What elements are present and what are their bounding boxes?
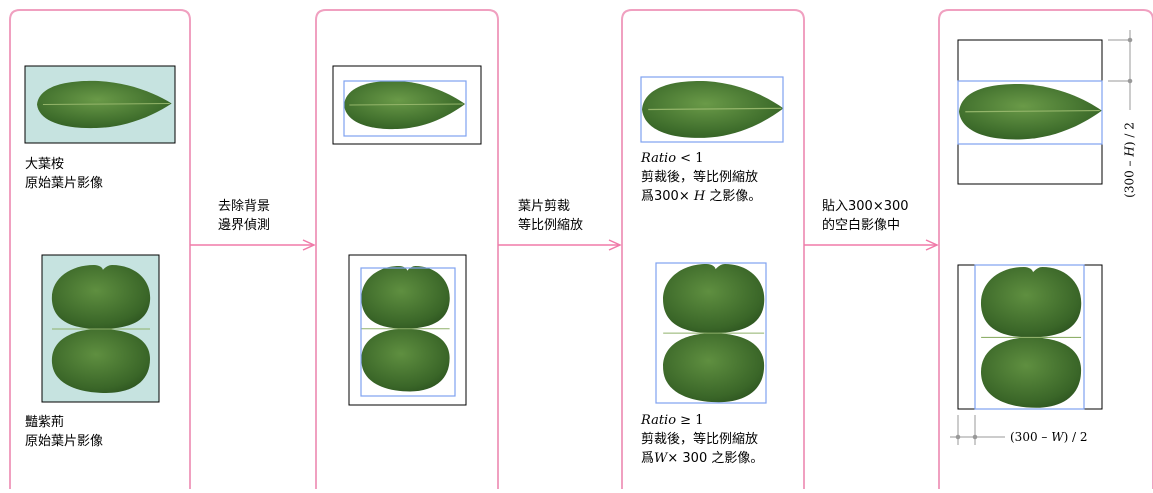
step-crop-line1: 葉片剪裁 (518, 199, 571, 214)
ratio-lt-line3: 爲300× H 之影像。 (641, 187, 761, 206)
ratio-ge-line3: 爲W× 300 之影像。 (641, 449, 763, 468)
step-paste-line2: 的空白影像中 (822, 218, 901, 233)
ratio-ge-line3-pre: 爲 (641, 451, 655, 466)
ratio-ge-label: Ratio (641, 413, 677, 428)
dim-vertical (1108, 30, 1133, 110)
step-remove-bg-line2: 邊界偵測 (218, 218, 271, 233)
ratio-ge-cond: ≥ 1 (676, 413, 704, 428)
pasted-leaf-1 (957, 39, 1103, 185)
ratio-ge-line3-var: W (654, 451, 668, 466)
leaf2-name: 豔紫荊 (25, 415, 65, 430)
ratio-lt-label: Ratio (641, 151, 677, 166)
arrow-2 (498, 239, 622, 251)
step-remove-bg-line1: 去除背景 (218, 199, 271, 214)
original-leaf-1 (24, 65, 176, 144)
ratio-lt-line3-post: 之影像。 (705, 189, 762, 204)
ratio-lt-condition: Ratio < 1 (641, 149, 703, 168)
leaf1-name: 大葉桉 (25, 157, 65, 172)
step-crop-line2: 等比例縮放 (518, 218, 584, 233)
dim-vertical-pre: (300 – (1122, 156, 1137, 198)
ratio-lt-line3-var: H (693, 189, 706, 204)
edge-leaf-1 (332, 65, 482, 145)
dim-vertical-var: H (1122, 146, 1137, 157)
panel-3 (621, 9, 805, 489)
arrow-1 (190, 239, 316, 251)
leaf2-caption: 原始葉片影像 (25, 434, 104, 449)
dim-horizontal (950, 415, 1005, 445)
ratio-lt-line3-pre: 爲300× (641, 189, 694, 204)
pasted-leaf-2 (957, 264, 1103, 410)
ratio-ge-line3-post: × 300 之影像。 (667, 451, 764, 466)
cropped-leaf-1 (640, 76, 785, 143)
dim-horizontal-post: ) / 2 (1063, 430, 1088, 444)
cropped-leaf-2 (655, 262, 767, 404)
leaf1-caption: 原始葉片影像 (25, 176, 104, 191)
ratio-lt-line2: 剪裁後，等比例縮放 (641, 170, 759, 185)
panel-4 (938, 9, 1153, 489)
dim-vertical-post: ) / 2 (1122, 122, 1137, 147)
ratio-ge-condition: Ratio ≥ 1 (641, 411, 703, 430)
dim-vertical-label: (300 – H) / 2 (1121, 122, 1140, 198)
original-leaf-2 (41, 254, 160, 403)
panel-1 (9, 9, 191, 489)
step-paste-line1: 貼入300×300 (822, 199, 909, 214)
panel-2 (315, 9, 499, 489)
ratio-ge-line2: 剪裁後，等比例縮放 (641, 432, 759, 447)
dim-horizontal-var: W (1051, 430, 1064, 444)
dim-horizontal-pre: (300 – (1010, 430, 1052, 444)
ratio-lt-cond: < 1 (676, 151, 704, 166)
dim-horizontal-label: (300 – W) / 2 (1010, 428, 1088, 447)
edge-leaf-2 (348, 254, 467, 406)
arrow-3 (804, 239, 939, 251)
